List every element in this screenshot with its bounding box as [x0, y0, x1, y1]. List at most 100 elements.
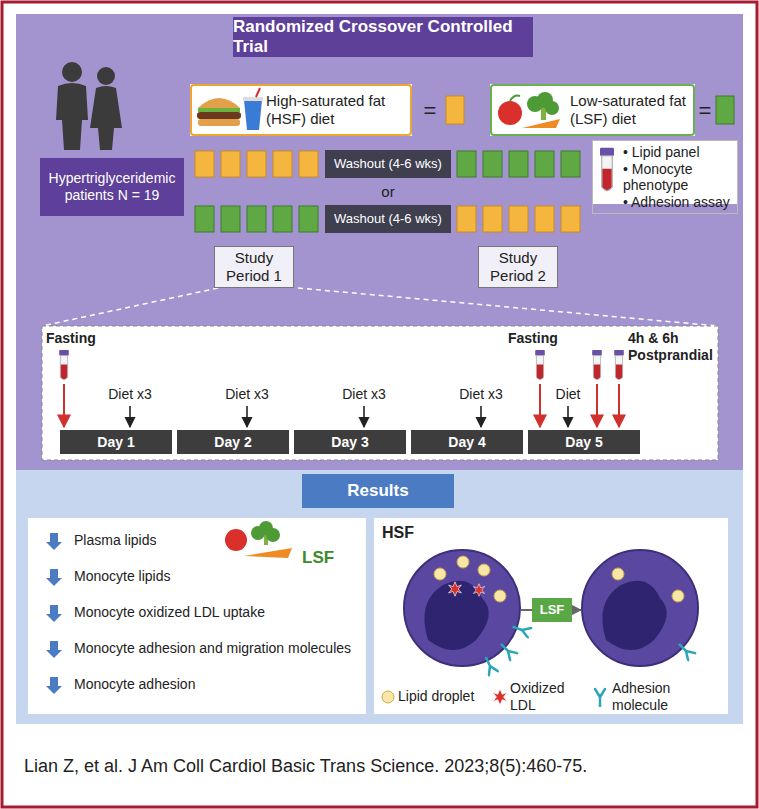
monocyte-hsf	[497, 640, 517, 660]
diet-box: Low-saturated fat (LSF) diet	[490, 84, 695, 136]
monocyte-hsf	[424, 581, 488, 650]
zoom-lines	[298, 288, 718, 326]
decrease-arrows	[46, 605, 62, 622]
legend-text: Oxidized LDL	[510, 680, 582, 713]
burger-icon	[198, 98, 240, 108]
node-text: Plasma lipids	[74, 532, 156, 549]
annotation-label: =	[694, 98, 716, 124]
monocyte-hsf	[404, 550, 531, 675]
decrease-arrows	[46, 677, 62, 694]
monocyte-lsf	[675, 640, 695, 660]
study-day-squares	[247, 151, 266, 177]
node-text: High-saturated fat (HSF) diet	[266, 92, 404, 127]
blood-draw-arrows	[618, 384, 620, 427]
day-bar: Day 2	[177, 430, 289, 454]
study-day-squares	[195, 151, 214, 177]
monocyte-hsf	[457, 556, 469, 568]
monocyte-hsf	[473, 584, 484, 597]
monocyte-hsf	[449, 582, 462, 596]
burger-icon	[197, 88, 263, 130]
study-day-squares	[247, 206, 266, 232]
healthy-food-icon	[510, 96, 520, 101]
study-day-squares	[299, 151, 318, 177]
node-text: Day 3	[331, 434, 368, 451]
diet-arrows	[246, 406, 248, 427]
monocyte-lsf	[612, 568, 684, 602]
monocyte-hsf	[478, 564, 490, 576]
monocyte-hsf	[434, 568, 446, 580]
burger-icon	[197, 112, 241, 119]
study-day-squares	[273, 206, 292, 232]
study-day-squares	[535, 206, 554, 232]
tests-box: • Lipid panel• Monocyte phenotype• Adhes…	[592, 140, 738, 214]
monocyte-hsf	[434, 556, 506, 602]
results-box-ground	[28, 518, 366, 714]
node-text: • Monocyte phenotype	[623, 161, 733, 194]
lsf-arrow	[521, 609, 532, 611]
study-day-squares	[561, 206, 580, 232]
design-panel	[16, 14, 743, 470]
node-text: LSF	[540, 602, 565, 617]
decrease-arrows	[46, 569, 62, 586]
study-day-squares	[221, 206, 240, 232]
diet-arrows	[480, 406, 482, 427]
results-heading: Results	[302, 474, 454, 508]
monocyte-lsf	[582, 550, 698, 666]
study-day-squares	[195, 206, 214, 232]
legend-samples	[595, 689, 605, 707]
results-box-ground	[374, 518, 728, 714]
study-day-squares	[221, 151, 240, 177]
study-day-squares	[561, 151, 580, 177]
node-text: Day 2	[214, 434, 251, 451]
patient-silhouettes	[97, 67, 115, 85]
study-day-squares	[299, 206, 318, 232]
burger-icon	[198, 119, 240, 126]
healthy-food-icon	[498, 101, 522, 125]
study-day-squares	[509, 151, 528, 177]
timeline-tubes	[592, 350, 602, 380]
node-text: Monocyte adhesion and migration molecule…	[74, 640, 351, 657]
monocyte-hsf	[511, 622, 531, 638]
blood-tube	[600, 148, 614, 191]
study-day-squares	[509, 206, 528, 232]
patient-silhouettes	[62, 62, 82, 82]
study-day-squares	[195, 151, 580, 232]
patient-silhouettes	[90, 86, 122, 150]
healthy-food-icon	[225, 529, 247, 551]
monocyte-hsf	[494, 590, 506, 602]
node-text: Monocyte lipids	[74, 568, 171, 585]
decrease-arrows	[46, 641, 62, 658]
diet-arrows	[129, 406, 131, 427]
node-text: • Lipid panel	[623, 144, 700, 161]
patient-box: Hypertriglyceridemic patients N = 19	[40, 158, 184, 216]
day-bar: Day 5	[528, 430, 640, 454]
legend-text: Adhesion molecule	[612, 680, 698, 713]
patient-silhouettes	[56, 62, 122, 150]
study-day-squares	[457, 151, 476, 177]
study-day-squares	[273, 151, 292, 177]
washout-bar: Washout (4-6 wks)	[325, 150, 451, 178]
annotation-label: Diet x3	[98, 386, 162, 403]
node-text: • Adhesion assay	[623, 194, 730, 211]
timeline-tubes	[59, 350, 69, 380]
diet-swatch	[716, 96, 734, 124]
diet-box: High-saturated fat (HSF) diet	[190, 84, 412, 136]
patient-silhouettes	[56, 83, 88, 150]
monocyte-lsf	[612, 568, 624, 580]
day-bar: Day 1	[60, 430, 172, 454]
decrease-arrows	[46, 533, 62, 694]
node-text: Day 5	[565, 434, 602, 451]
study-day-squares	[483, 206, 502, 232]
burger-icon	[198, 108, 240, 112]
node-text: Day 1	[97, 434, 134, 451]
healthy-food-icon	[522, 119, 560, 128]
annotation-label: Diet x3	[215, 386, 279, 403]
study-day-squares	[535, 151, 554, 177]
monocyte-hsf	[481, 655, 498, 676]
diet-arrows	[567, 406, 569, 427]
legend-samples	[382, 689, 605, 707]
node-text: Hypertriglyceridemic patients N = 19	[44, 170, 180, 203]
blood-draw-arrows	[63, 384, 65, 427]
